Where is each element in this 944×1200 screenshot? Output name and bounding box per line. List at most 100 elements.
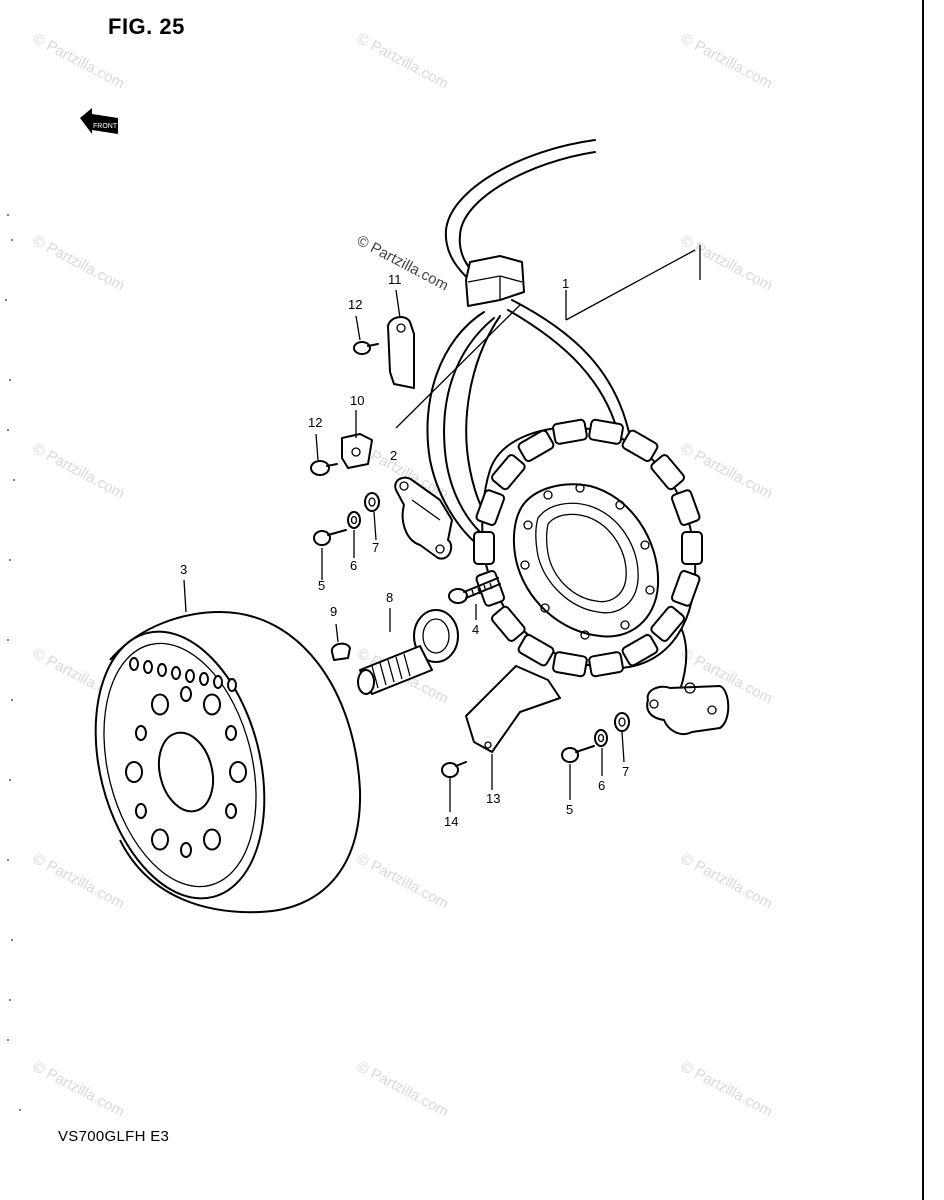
callout-6-lower: 6 [598, 778, 605, 793]
stator-tooth [552, 418, 588, 445]
callout-6-upper: 6 [350, 558, 357, 573]
edge-dot [19, 1109, 21, 1111]
rotor-hole [180, 842, 192, 858]
callout-9: 9 [330, 604, 337, 619]
stator-tooth [650, 454, 685, 491]
stator-tooth [621, 429, 659, 463]
stator-tooth [588, 418, 624, 445]
clamp-part-10 [341, 433, 373, 469]
stator-tooth [552, 651, 588, 678]
rotor-rim-hole [143, 660, 153, 674]
rotor-hole [203, 693, 221, 716]
figure-title: FIG. 25 [108, 14, 185, 39]
edge-dot [9, 559, 11, 561]
bracket-part-13 [465, 665, 561, 753]
edge-dot [7, 859, 9, 861]
edge-dot [9, 779, 11, 781]
stator-tooth [670, 570, 701, 607]
model-code: VS700GLFH E3 [58, 1128, 170, 1145]
rotor-flywheel-part-3 [94, 611, 362, 914]
washer-part-7-lower [614, 712, 630, 732]
rotor-hole [180, 686, 192, 702]
rotor-rim-hole [129, 657, 139, 671]
edge-dot [11, 239, 13, 241]
washer-part-7-upper [364, 492, 380, 512]
lock-washer-part-6-lower [594, 729, 608, 747]
stator-tooth [517, 633, 555, 667]
stator-tooth [670, 489, 701, 526]
edge-dot [7, 214, 9, 216]
stator-tooth [491, 454, 526, 491]
leader-lines [395, 245, 701, 429]
callout-12-upper: 12 [348, 297, 362, 312]
edge-dot [9, 379, 11, 381]
callout-11: 11 [388, 272, 402, 287]
stator-tooth [588, 651, 624, 678]
edge-dot [11, 939, 13, 941]
screw-part-5-lower [561, 745, 595, 763]
edge-dot [7, 639, 9, 641]
pickup-coil-lower [646, 682, 730, 736]
screw-part-14 [441, 761, 467, 778]
stator-tooth [491, 605, 526, 642]
rotor-hole [203, 828, 221, 851]
lock-washer-part-6-upper [347, 511, 361, 529]
rotor-bolt-part-8 [357, 609, 459, 695]
callout-labels: 1 2 3 4 5 5 6 6 7 7 8 9 10 11 12 12 13 1… [180, 272, 629, 829]
stator-tooth [473, 531, 495, 565]
page-edge-marks [5, 214, 21, 1111]
screw-part-12-upper [353, 341, 379, 355]
key-part-9 [330, 642, 351, 661]
callout-8: 8 [386, 590, 393, 605]
screw-part-4 [448, 577, 501, 604]
svg-text:FRONT: FRONT [93, 123, 118, 130]
rotor-hole [151, 828, 169, 851]
stator-tooth [621, 633, 659, 667]
plate-part-11 [387, 316, 415, 389]
rotor-rim-hole [199, 672, 209, 686]
edge-dot [7, 429, 9, 431]
callout-12-lower: 12 [308, 415, 322, 430]
stator-tooth [650, 605, 685, 642]
edge-dot [5, 299, 7, 301]
rotor-hole [125, 761, 143, 783]
edge-dot [11, 699, 13, 701]
stator-coil [473, 418, 703, 678]
rotor-hole [134, 803, 147, 819]
stator-tooth [475, 489, 506, 526]
callout-leaders [183, 289, 625, 812]
right-border-line [922, 0, 924, 1200]
callout-14: 14 [444, 814, 458, 829]
wire-grommet [465, 255, 525, 307]
rotor-rim-hole [185, 669, 195, 683]
rotor-rim-hole [227, 678, 237, 692]
stator-tooth [517, 429, 555, 463]
screw-part-5-upper [313, 529, 347, 546]
callout-2: 2 [390, 448, 397, 463]
callout-10: 10 [350, 393, 364, 408]
rotor-rim-hole [157, 663, 167, 677]
callout-13: 13 [486, 791, 500, 806]
edge-dot [13, 479, 15, 481]
callout-5-lower: 5 [566, 802, 573, 817]
callout-7-lower: 7 [622, 764, 629, 779]
rotor-hole [134, 725, 147, 741]
edge-dot [9, 999, 11, 1001]
rotor-hole [225, 725, 238, 741]
rotor-hole [225, 803, 238, 819]
screw-part-12-lower [310, 460, 338, 476]
callout-7-upper: 7 [372, 540, 379, 555]
callout-3: 3 [180, 562, 187, 577]
callout-5-upper: 5 [318, 578, 325, 593]
rotor-hole [229, 761, 247, 783]
rotor-rim-hole [213, 675, 223, 689]
rotor-rim-hole [171, 666, 181, 680]
pickup-coil-upper [394, 476, 453, 560]
callout-1: 1 [562, 276, 569, 291]
callout-4: 4 [472, 622, 479, 637]
edge-dot [7, 1039, 9, 1041]
rotor-hole [151, 693, 169, 716]
stator-tooth [681, 531, 703, 565]
